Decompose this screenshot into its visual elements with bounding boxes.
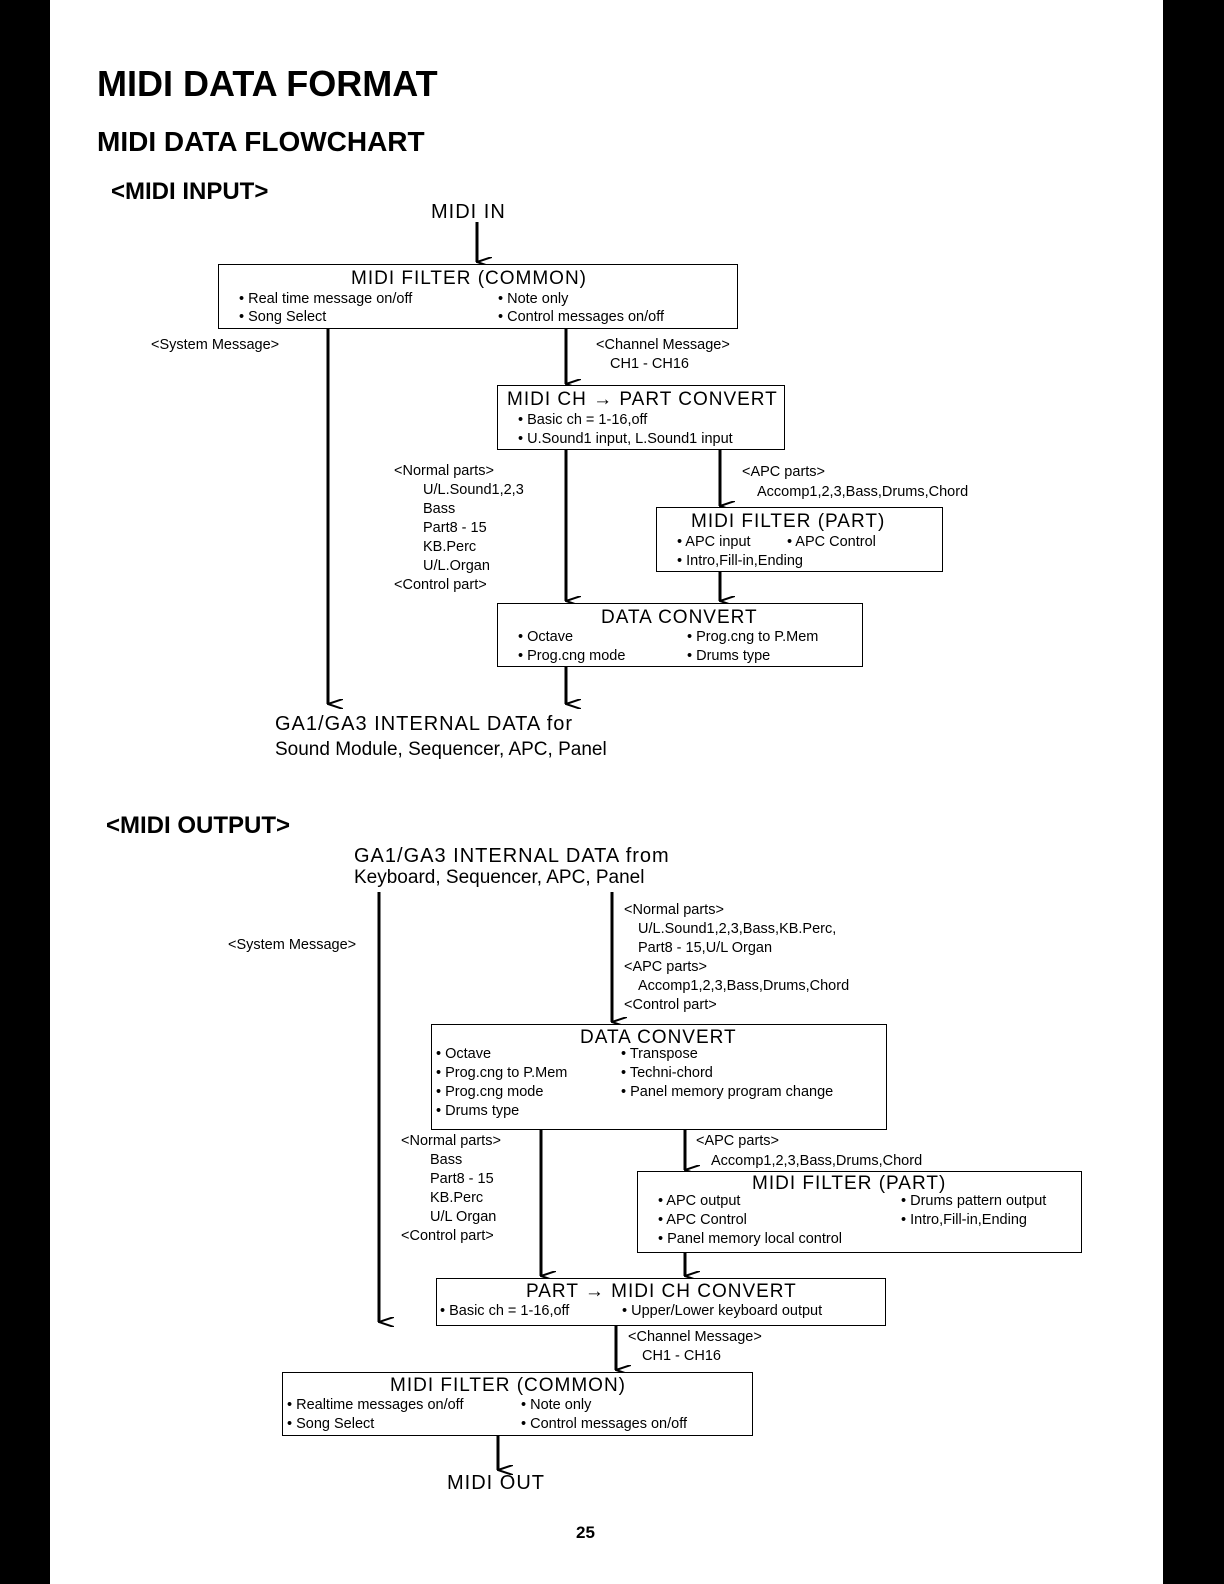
output-filter-common-item: • Song Select	[287, 1416, 375, 1432]
output-filter-part-item: • APC output	[658, 1193, 741, 1209]
output-normal-part-item: U/L.Sound1,2,3,Bass,KB.Perc,	[638, 921, 837, 937]
output-filter-common-box: MIDI FILTER (COMMON) • Realtime messages…	[282, 1372, 753, 1436]
output-filter-common-item: • Realtime messages on/off	[287, 1397, 464, 1413]
output-lower-apc-part-item: Accomp1,2,3,Bass,Drums,Chord	[711, 1153, 923, 1169]
output-data-convert-item: • Panel memory program change	[621, 1084, 834, 1100]
input-filter-part-title: MIDI FILTER (PART)	[691, 511, 886, 532]
input-internal-data-line2: Sound Module, Sequencer, APC, Panel	[275, 739, 607, 760]
output-data-convert-item: • Prog.cng to P.Mem	[436, 1065, 568, 1081]
input-filter-common-box: MIDI FILTER (COMMON) • Real time message…	[218, 264, 738, 329]
output-data-convert-item: • Techni-chord	[621, 1065, 713, 1081]
input-data-convert-box: DATA CONVERT • Octave • Prog.cng mode • …	[497, 603, 863, 667]
input-filter-common-item: • Note only	[498, 291, 569, 307]
output-filter-common-item: • Note only	[521, 1397, 592, 1413]
output-lower-normal-part-item: U/L Organ	[430, 1209, 497, 1225]
input-normal-part-item: KB.Perc	[423, 539, 477, 555]
output-lower-normal-part-item: Part8 - 15	[430, 1171, 494, 1187]
input-ch-convert-item: • U.Sound1 input, L.Sound1 input	[518, 431, 733, 447]
output-channels-label: CH1 - CH16	[642, 1348, 721, 1364]
input-filter-common-title: MIDI FILTER (COMMON)	[351, 268, 588, 289]
input-filter-part-item: • Intro,Fill-in,Ending	[677, 553, 803, 569]
input-normal-part-item: U/L.Organ	[423, 558, 490, 574]
input-ch-convert-item: • Basic ch = 1-16,off	[518, 412, 648, 428]
output-lower-normal-part-item: KB.Perc	[430, 1190, 484, 1206]
input-data-convert-item: • Prog.cng mode	[518, 648, 626, 664]
output-normal-parts-label: <Normal parts>	[624, 902, 724, 918]
page-number: 25	[576, 1523, 595, 1542]
input-filter-part-box: MIDI FILTER (PART) • APC input • APC Con…	[656, 507, 943, 572]
midi-input-heading: <MIDI INPUT>	[111, 178, 269, 205]
output-filter-common-item: • Control messages on/off	[521, 1416, 688, 1432]
input-data-convert-item: • Prog.cng to P.Mem	[687, 629, 819, 645]
output-system-message-label: <System Message>	[228, 937, 357, 953]
output-filter-part-box: MIDI FILTER (PART) • APC output • APC Co…	[637, 1171, 1082, 1253]
output-filter-common-title: MIDI FILTER (COMMON)	[390, 1375, 627, 1396]
output-part-convert-item: • Upper/Lower keyboard output	[622, 1303, 823, 1319]
scan-border-right	[1163, 0, 1224, 1584]
input-normal-parts-label: <Normal parts>	[394, 463, 494, 479]
input-filter-common-item: • Real time message on/off	[239, 291, 413, 307]
midi-in-label: MIDI IN	[431, 201, 506, 223]
input-filter-common-item: • Song Select	[239, 309, 327, 325]
output-part-convert-title: PART → MIDI CH CONVERT	[526, 1281, 797, 1302]
output-lower-apc-parts-label: <APC parts>	[696, 1133, 780, 1149]
input-ch-convert-title: MIDI CH → PART CONVERT	[507, 389, 778, 410]
output-filter-part-item: • Intro,Fill-in,Ending	[901, 1212, 1027, 1228]
input-control-part-label: <Control part>	[394, 577, 487, 593]
output-data-convert-item: • Drums type	[436, 1103, 520, 1119]
input-filter-part-item: • APC input	[677, 534, 751, 550]
output-data-convert-item: • Transpose	[621, 1046, 698, 1062]
output-part-convert-item: • Basic ch = 1-16,off	[440, 1303, 570, 1319]
input-system-message-label: <System Message>	[151, 337, 280, 353]
midi-output-heading: <MIDI OUTPUT>	[106, 812, 291, 839]
input-internal-data-line1: GA1/GA3 INTERNAL DATA for	[275, 713, 574, 735]
section-title: MIDI DATA FLOWCHART	[97, 126, 425, 157]
output-lower-normal-part-item: Bass	[430, 1152, 463, 1168]
output-filter-part-item: • APC Control	[658, 1212, 747, 1228]
input-normal-part-item: Bass	[423, 501, 456, 517]
input-apc-part-item: Accomp1,2,3,Bass,Drums,Chord	[757, 484, 969, 500]
input-filter-part-item: • APC Control	[787, 534, 876, 550]
output-internal-data-line1: GA1/GA3 INTERNAL DATA from	[354, 845, 670, 867]
output-filter-part-title: MIDI FILTER (PART)	[752, 1173, 947, 1194]
output-data-convert-item: • Prog.cng mode	[436, 1084, 544, 1100]
page-title: MIDI DATA FORMAT	[97, 63, 438, 104]
output-internal-data-line2: Keyboard, Sequencer, APC, Panel	[354, 867, 645, 888]
input-channel-message-label: <Channel Message>	[596, 337, 730, 353]
output-filter-part-item: • Drums pattern output	[901, 1193, 1047, 1209]
input-data-convert-item: • Octave	[518, 629, 574, 645]
input-data-convert-item: • Drums type	[687, 648, 771, 664]
scan-border-left	[0, 0, 50, 1584]
output-part-convert-box: PART → MIDI CH CONVERT • Basic ch = 1-16…	[436, 1278, 886, 1326]
input-ch-convert-box: MIDI CH → PART CONVERT • Basic ch = 1-16…	[497, 385, 785, 450]
output-filter-part-item: • Panel memory local control	[658, 1231, 842, 1247]
input-normal-part-item: Part8 - 15	[423, 520, 487, 536]
output-data-convert-title: DATA CONVERT	[580, 1027, 737, 1048]
output-apc-part-item: Accomp1,2,3,Bass,Drums,Chord	[638, 978, 850, 994]
output-data-convert-item: • Octave	[436, 1046, 492, 1062]
output-normal-part-item: Part8 - 15,U/L Organ	[638, 940, 773, 956]
input-normal-part-item: U/L.Sound1,2,3	[423, 482, 524, 498]
output-data-convert-box: DATA CONVERT • Octave • Prog.cng to P.Me…	[431, 1024, 887, 1130]
output-control-part-label: <Control part>	[624, 997, 717, 1013]
output-lower-normal-parts-label: <Normal parts>	[401, 1133, 501, 1149]
input-data-convert-title: DATA CONVERT	[601, 607, 758, 628]
output-lower-control-part-label: <Control part>	[401, 1228, 494, 1244]
output-channel-message-label: <Channel Message>	[628, 1329, 762, 1345]
input-filter-common-item: • Control messages on/off	[498, 309, 665, 325]
input-apc-parts-label: <APC parts>	[742, 464, 826, 480]
midi-out-label: MIDI OUT	[447, 1472, 545, 1494]
output-apc-parts-label: <APC parts>	[624, 959, 708, 975]
input-channels-label: CH1 - CH16	[610, 356, 689, 372]
